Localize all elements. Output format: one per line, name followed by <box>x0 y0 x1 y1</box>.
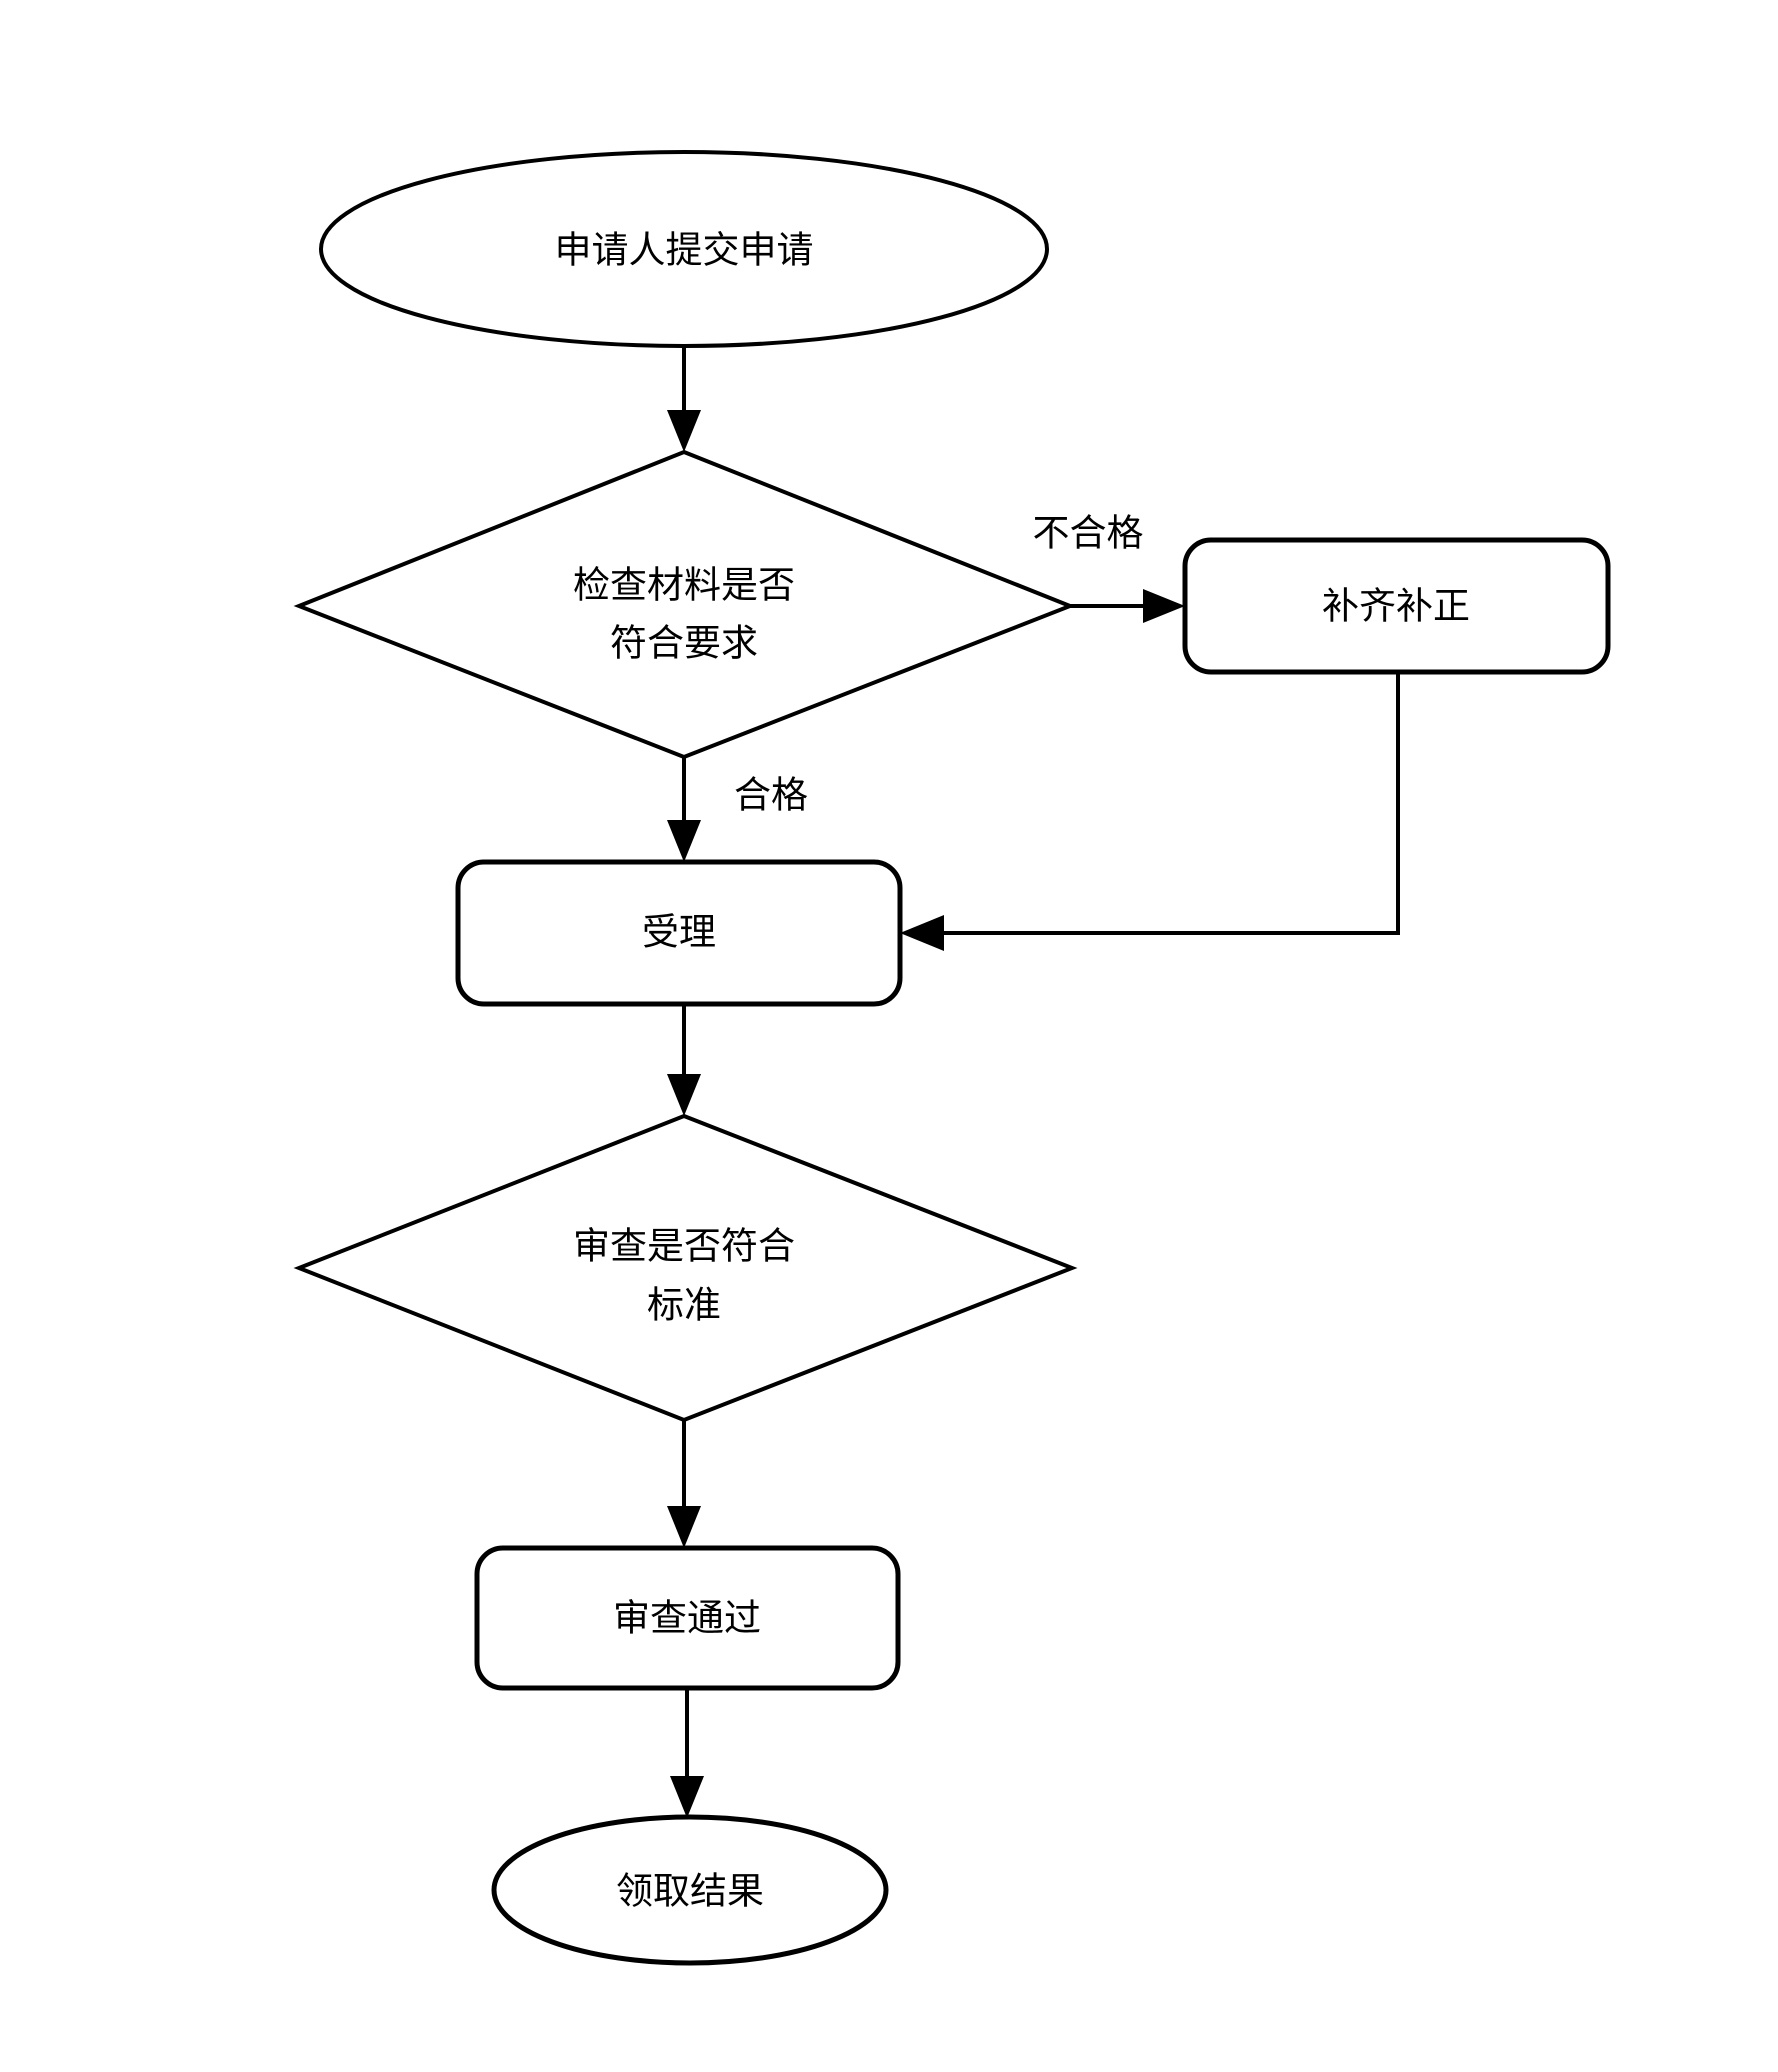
node-review-passed[interactable]: 审查通过 <box>474 1545 901 1691</box>
accept-label: 受理 <box>642 911 716 954</box>
edge-check-materials-to-supplement <box>1070 589 1185 623</box>
supplement-rect-shape <box>1182 537 1611 675</box>
edge-label-fail: 不合格 <box>1033 512 1144 555</box>
accept-rect-shape <box>455 859 903 1007</box>
start-label: 申请人提交申请 <box>555 229 814 272</box>
edge-check-materials-to-accept <box>667 757 701 862</box>
check-materials-label-line-2: 符合要求 <box>610 622 758 665</box>
edge-start-to-check-materials <box>667 346 701 452</box>
supplement-label: 补齐补正 <box>1322 585 1470 628</box>
review-standard-label-line-2: 标准 <box>647 1284 721 1327</box>
node-start[interactable]: 申请人提交申请 <box>319 150 1049 348</box>
review-passed-rect-shape <box>474 1545 901 1691</box>
check-materials-label-line-1: 检查材料是否 <box>573 564 795 607</box>
node-collect-result[interactable]: 领取结果 <box>491 1814 889 1966</box>
edge-accept-to-review-standard <box>667 1004 701 1116</box>
review-passed-label: 审查通过 <box>613 1597 761 1640</box>
node-accept[interactable]: 受理 <box>455 859 903 1007</box>
edge-label-pass: 合格 <box>734 774 808 817</box>
check-materials-diamond-shape <box>293 449 1076 760</box>
collect-result-ellipse-shape <box>491 1814 889 1966</box>
node-check-materials[interactable]: 检查材料是否 符合要求 <box>293 449 1076 760</box>
collect-result-label: 领取结果 <box>616 1870 764 1913</box>
node-supplement[interactable]: 补齐补正 <box>1182 537 1611 675</box>
edge-review-passed-to-collect-result <box>670 1688 704 1818</box>
edge-supplement-to-accept <box>900 672 1400 951</box>
review-standard-label-line-1: 审查是否符合 <box>573 1225 795 1268</box>
start-ellipse-shape <box>319 150 1049 348</box>
node-review-standard[interactable]: 审查是否符合 标准 <box>293 1113 1078 1423</box>
edge-review-standard-to-review-passed <box>667 1420 701 1548</box>
review-standard-diamond-shape <box>293 1113 1078 1423</box>
